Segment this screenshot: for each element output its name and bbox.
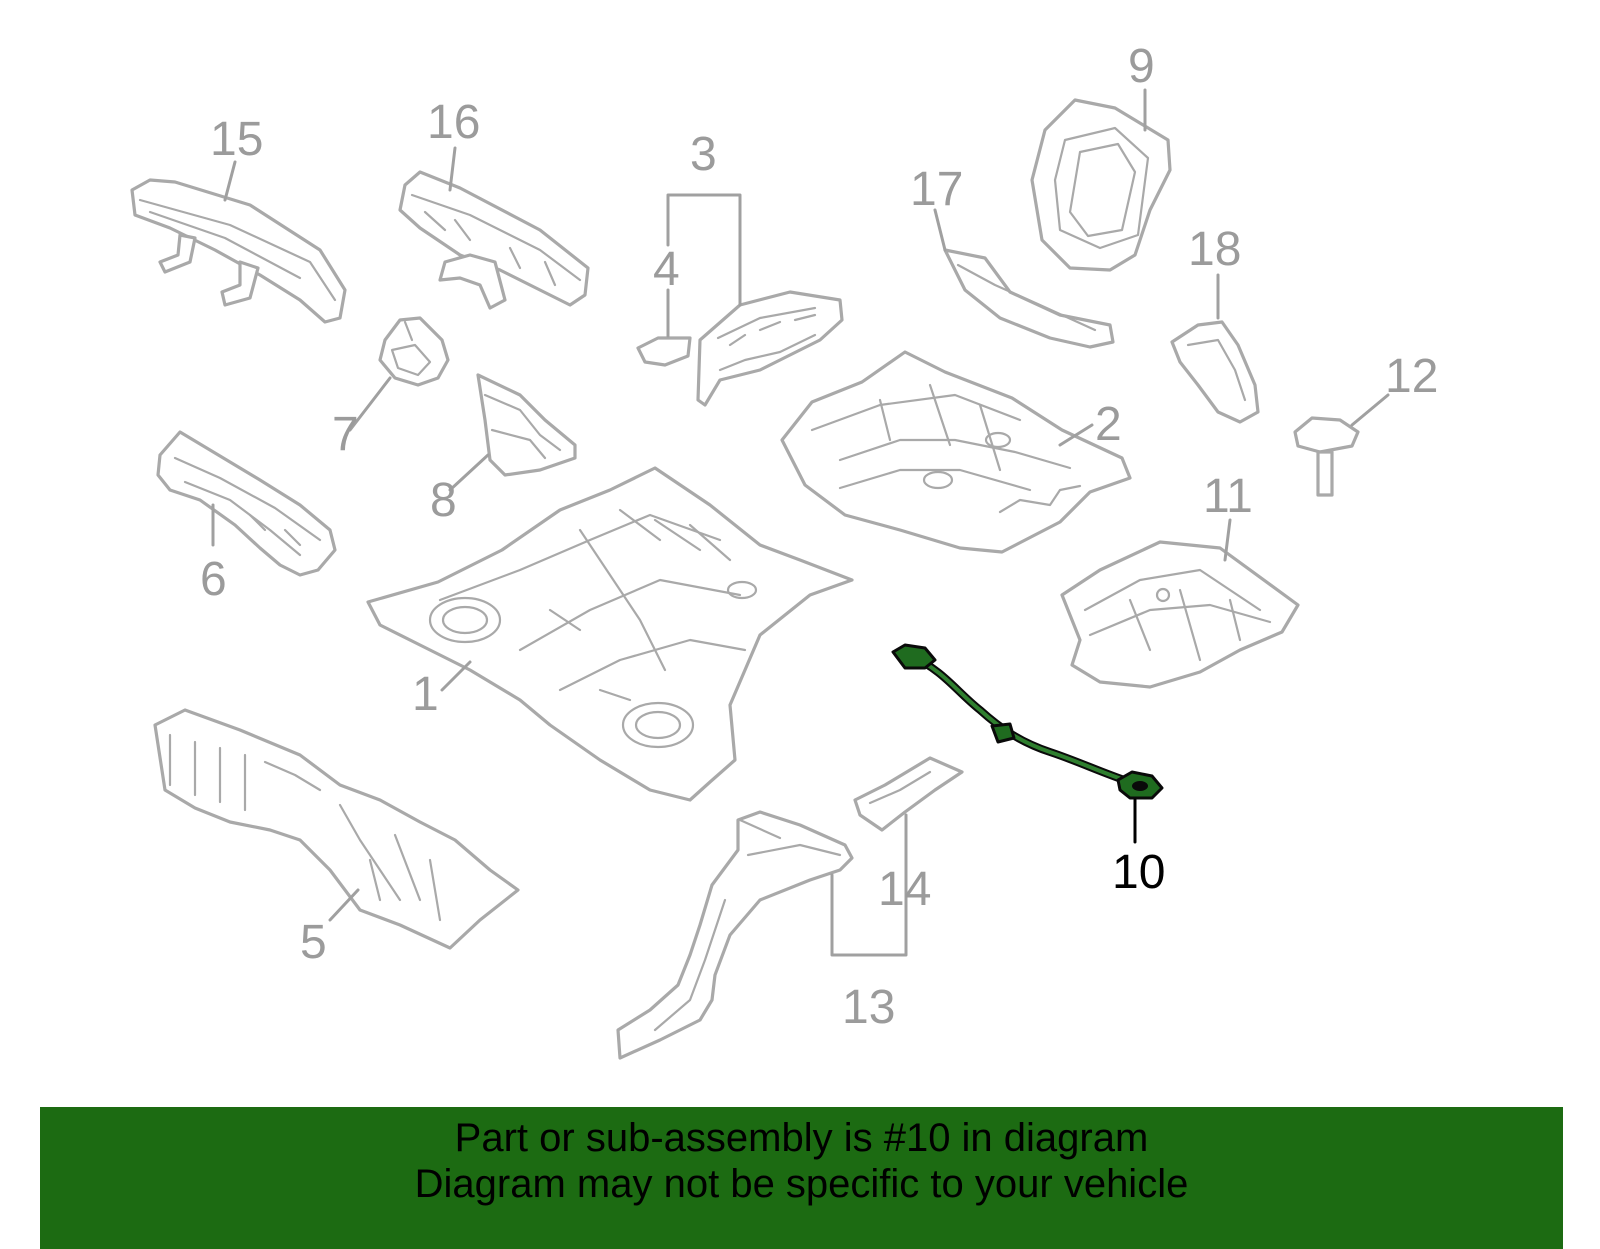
part-9-spare-tire-pan [1030,98,1172,272]
callout-labels: 15 16 3 4 17 9 18 12 2 11 7 8 6 1 5 14 1… [200,40,1438,1034]
callout-11: 11 [1203,470,1253,523]
part-3-panel [696,290,844,407]
part-13-side-rail [616,810,854,1060]
callout-17: 17 [910,163,963,216]
callout-4: 4 [653,243,680,296]
banner-disclaimer-line: Diagram may not be specific to your vehi… [414,1162,1189,1206]
part-8-bracket [476,373,577,477]
leader-12 [1350,393,1390,427]
callout-2: 2 [1095,398,1122,451]
part-16-crossmember [398,170,590,310]
callout-7: 7 [332,408,359,461]
part-2-rear-floor-pan [780,350,1132,554]
part-12-plug [1293,416,1360,497]
leader-17 [933,208,947,252]
callout-3: 3 [690,128,717,181]
callout-18: 18 [1188,223,1241,276]
leader-13 [830,813,908,957]
callout-12: 12 [1385,350,1438,403]
part-10-cable-highlighted [891,643,1164,800]
leader-16 [448,146,457,192]
part-1-floor-pan [366,466,854,802]
leader-15 [223,160,237,202]
callout-1: 1 [412,668,439,721]
callout-8: 8 [430,474,457,527]
leader-1 [440,660,472,692]
leader-5 [328,888,360,922]
leader-2 [1058,423,1094,447]
leader-11 [1223,518,1232,562]
callout-6: 6 [200,553,227,606]
leader-8 [448,453,490,492]
part-4-bracket [636,336,692,367]
callout-10-highlighted: 10 [1112,846,1165,899]
banner-part-line: Part or sub-assembly is #10 in diagram [454,1116,1149,1160]
callout-5: 5 [300,916,327,969]
callout-13: 13 [842,981,895,1034]
part-14-bracket [853,756,964,832]
info-banner: Part or sub-assembly is #10 in diagram D… [40,1107,1563,1249]
leader-3 [666,193,742,307]
part-17-reinforcement [943,248,1115,349]
leader-lines [211,88,1390,957]
part-7-bracket [378,316,450,387]
callout-9: 9 [1128,40,1155,93]
part-6-side-member [156,430,337,577]
callout-16: 16 [427,96,480,149]
part-15-crossmember [130,178,347,324]
callout-14: 14 [878,863,931,916]
callout-15: 15 [210,113,263,166]
part-18-bracket [1170,320,1260,424]
leader-7 [348,376,392,432]
part-11-rear-panel [1060,540,1300,689]
part-5-bulkhead [153,708,520,950]
